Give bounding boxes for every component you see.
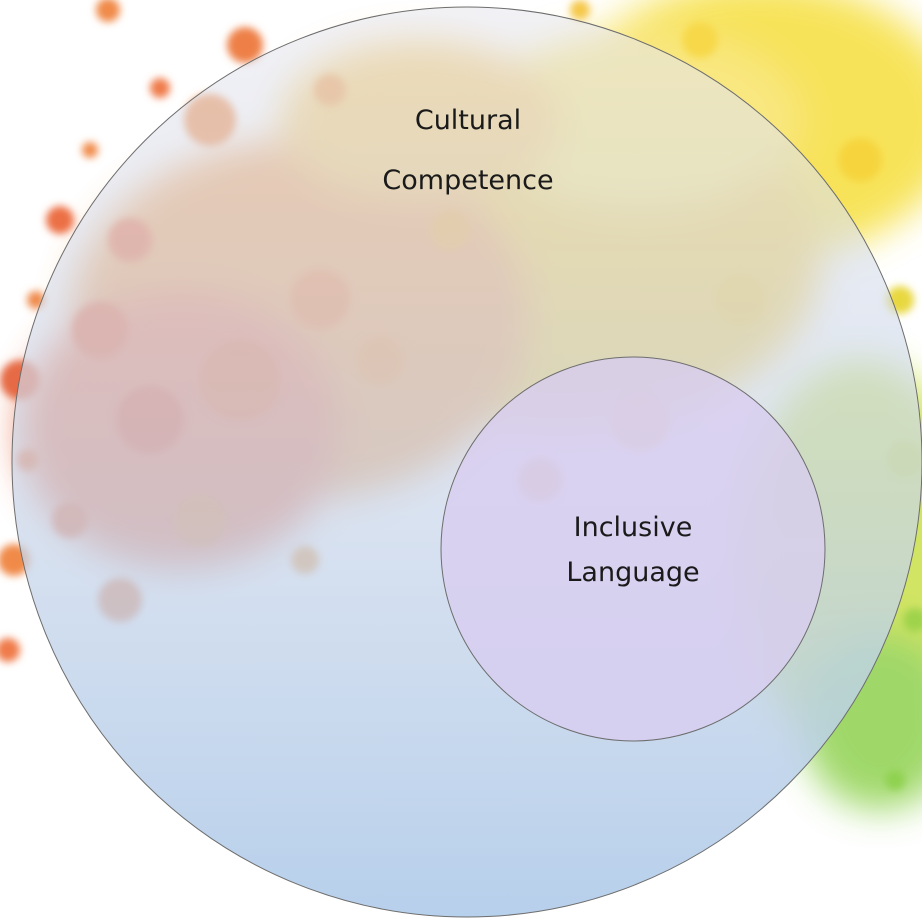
inner-circle-label-line-2: Language (566, 557, 700, 588)
outer-circle-label-line-2: Competence (382, 165, 554, 196)
inner-circle-label-line-1: Inclusive (573, 512, 693, 543)
outer-circle-label-line-1: Cultural (414, 105, 522, 136)
inner-circle (440, 356, 826, 742)
